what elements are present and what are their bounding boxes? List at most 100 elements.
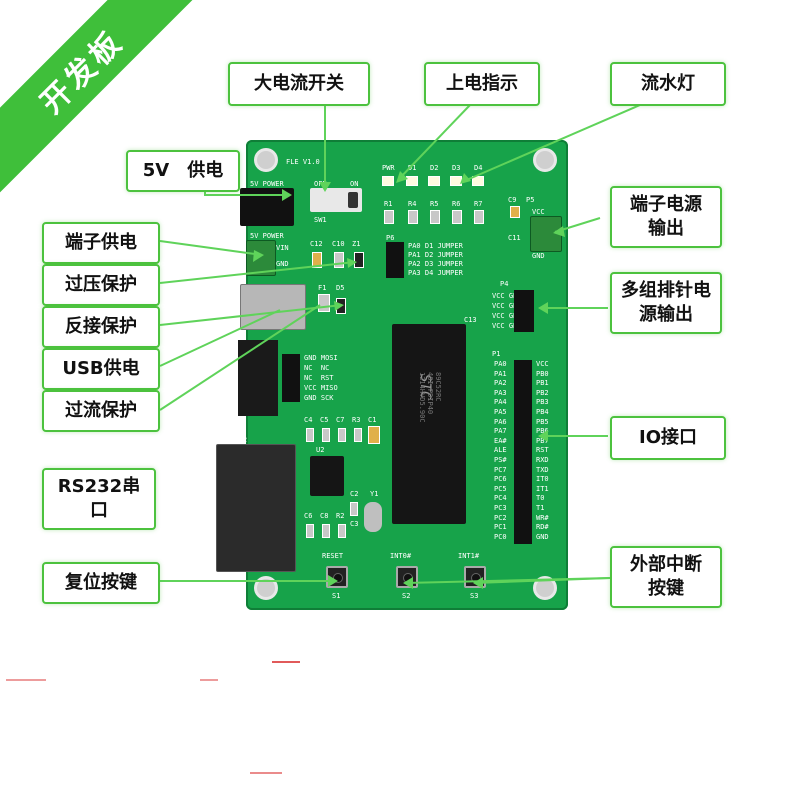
vin-gnd-silk: GND (276, 260, 289, 268)
p1-pin-label: PA0 (494, 360, 507, 368)
label-terminal-supply: 端子供电 (42, 222, 160, 264)
c5-silk: C5 (320, 416, 329, 424)
resistor (474, 210, 484, 224)
u2-silk: U2 (316, 446, 325, 454)
jumper-row: PA3 D4 JUMPER (408, 269, 463, 277)
mcu-chip: STC 89C52RC 40I-PDIP40 1214HVD5.90C (392, 324, 466, 524)
jumper-row: PA1 D2 JUMPER (408, 251, 463, 259)
c1-silk: C1 (368, 416, 377, 424)
dc-power-silk: 5V POWER (250, 180, 284, 188)
p1-pin-label: PB0 (536, 369, 549, 378)
p1-pin-label: PC6 (494, 475, 507, 484)
power-switch-knob (348, 192, 358, 208)
c13-silk: C13 (464, 316, 477, 324)
stray-mark (250, 772, 282, 774)
rs232-silk: RS232 (226, 436, 248, 444)
p1-pin-label: GND (536, 532, 549, 541)
capacitor-c9 (510, 206, 520, 218)
leader-power-indicator (397, 104, 471, 181)
isp-row: GND SCK (304, 394, 334, 402)
vin-power-silk: 5V POWER (250, 232, 284, 240)
p1-pin-label: WR# (536, 513, 549, 522)
p5-gnd-silk: GND (532, 252, 545, 260)
r6-silk: R6 (452, 200, 461, 208)
p1-pin-label: TXD (536, 465, 549, 474)
leader-usb (159, 309, 281, 367)
input-terminal-block (246, 240, 276, 276)
d5-silk: D5 (336, 284, 345, 292)
label-rs232: RS232串口 (42, 468, 156, 530)
label-power-indicator: 上电指示 (424, 62, 540, 106)
stray-mark (6, 679, 46, 681)
leader-reverse (159, 304, 343, 326)
int0-silk: INT0# (390, 552, 412, 560)
p1-pin-label: PC2 (494, 513, 507, 522)
power-output-header (514, 290, 534, 332)
p1-pin-label: PB4 (536, 408, 549, 416)
p1-pin-label: PA2 (494, 379, 507, 388)
p1-pin-label: PC1 (494, 523, 507, 532)
p1-pin-label: IT0 (536, 475, 549, 484)
c10-silk: C10 (332, 240, 345, 248)
max232-chip (310, 456, 344, 496)
resistor (338, 524, 346, 538)
leader-overcurrent (159, 304, 321, 411)
p1-pin-label: PC3 (494, 504, 507, 512)
isp-connector (238, 340, 278, 416)
capacitor (322, 428, 330, 442)
c3-silk: C3 (350, 520, 359, 528)
label-high-current-switch: 大电流开关 (228, 62, 370, 106)
y1-silk: Y1 (370, 490, 379, 498)
sw1-silk: SW1 (314, 216, 327, 224)
p1-pin-label: PB2 (536, 388, 549, 397)
zener-z1 (354, 252, 364, 268)
d1-silk: D1 (408, 164, 417, 172)
io-header (514, 360, 532, 544)
int1-silk: INT1# (458, 552, 480, 560)
p5-vcc-silk: VCC (532, 208, 545, 216)
leader-overvoltage (159, 261, 356, 284)
label-multi-header-output: 多组排针电源输出 (610, 272, 722, 334)
label-5v-supply: 5V 供电 (126, 150, 240, 192)
isp-row: NC RST (304, 374, 334, 382)
c2-silk: C2 (350, 490, 359, 498)
r5-silk: R5 (430, 200, 439, 208)
led-d2 (428, 176, 440, 186)
resistor (408, 210, 418, 224)
leader-terminal (159, 240, 263, 256)
mount-hole (533, 148, 557, 172)
p1-pin-label: PA6 (494, 417, 507, 426)
c11-silk: C11 (508, 234, 521, 242)
pwr-silk: PWR (382, 164, 395, 172)
s2-silk: S2 (402, 592, 411, 600)
p1-pin-label: T0 (536, 494, 545, 503)
board-title: FLE V1.0 (286, 158, 320, 166)
label-io-port: IO接口 (610, 416, 726, 460)
p1-pin-label: PB3 (536, 398, 549, 407)
label-water-light: 流水灯 (610, 62, 726, 106)
capacitor-c2 (350, 502, 358, 516)
s3-silk: S3 (470, 592, 479, 600)
resistor (452, 210, 462, 224)
p4-silk: P4 (500, 280, 509, 288)
p1-pin-label: IT1 (536, 484, 549, 493)
label-terminal-output: 端子电源输出 (610, 186, 722, 248)
capacitor (338, 428, 346, 442)
p1-pin-label: VCC (536, 360, 549, 368)
p1-pin-label: T1 (536, 504, 545, 512)
p1-pin-label: PA1 (494, 369, 507, 378)
reset-silk: RESET (322, 552, 344, 560)
resistor (430, 210, 440, 224)
d4-silk: D4 (474, 164, 483, 172)
led-d4 (472, 176, 484, 186)
label-overcurrent: 过流保护 (42, 390, 160, 432)
r4-silk: R4 (408, 200, 417, 208)
r2-silk: R2 (336, 512, 345, 520)
resistor (354, 428, 362, 442)
p1-pin-label: PC5 (494, 484, 507, 493)
c8-silk: C8 (320, 512, 329, 520)
led-pwr (382, 176, 394, 186)
isp-row: GND MOSI (304, 354, 338, 362)
p1-silk: P1 (492, 350, 501, 358)
capacitor (306, 428, 314, 442)
